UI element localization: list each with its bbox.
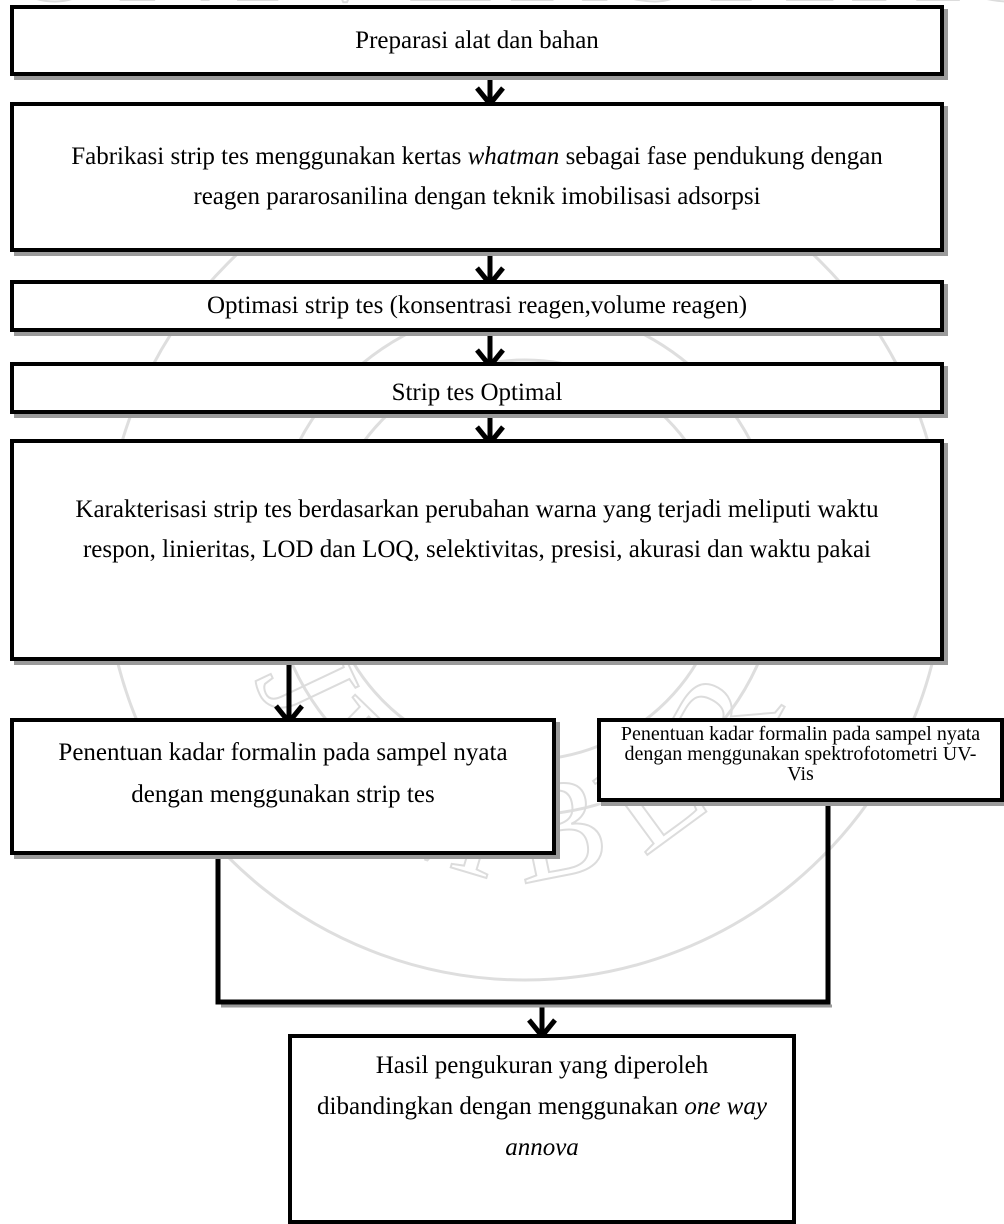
step-text-run: Penentuan kadar formalin pada sampel nya… [620, 723, 981, 785]
step-hasil: Hasil pengukuran yang diperoleh dibandin… [288, 1034, 796, 1224]
step-strip-optimal: Strip tes Optimal [10, 362, 944, 414]
step-text-run: Strip tes Optimal [391, 379, 563, 406]
step-text-run: whatman [467, 143, 560, 170]
step-text-run: one way annova [505, 1092, 767, 1161]
step-label: Preparasi alat dan bahan [355, 21, 599, 61]
step-penentuan-strip: Penentuan kadar formalin pada sampel nya… [10, 718, 556, 855]
step-text-run: sebagai fase pendukung dengan reagen par… [193, 143, 883, 210]
step-text-run: Karakterisasi strip tes berdasarkan peru… [75, 496, 879, 563]
step-text-run: Hasil pengukuran yang diperoleh dibandin… [317, 1051, 709, 1120]
step-penentuan-spektro: Penentuan kadar formalin pada sampel nya… [597, 718, 1004, 802]
step-label: Hasil pengukuran yang diperoleh dibandin… [316, 1045, 768, 1168]
step-label: Penentuan kadar formalin pada sampel nya… [28, 732, 538, 816]
step-label: Strip tes Optimal [392, 376, 563, 410]
step-label: Penentuan kadar formalin pada sampel nya… [619, 724, 982, 784]
step-text-run: Fabrikasi strip tes menggunakan kertas [71, 143, 468, 170]
step-preparasi: Preparasi alat dan bahan [10, 5, 944, 76]
step-optimasi: Optimasi strip tes (konsentrasi reagen,v… [10, 280, 944, 332]
step-text-run: Penentuan kadar formalin pada sampel nya… [58, 739, 508, 808]
step-text-run: Optimasi strip tes (konsentrasi reagen,v… [206, 292, 748, 319]
step-label: Karakterisasi strip tes berdasarkan peru… [42, 490, 912, 570]
step-label: Optimasi strip tes (konsentrasi reagen,v… [207, 286, 747, 326]
step-label: Fabrikasi strip tes menggunakan kertas w… [44, 137, 910, 217]
step-karakterisasi: Karakterisasi strip tes berdasarkan peru… [10, 439, 944, 661]
step-text-run: Preparasi alat dan bahan [355, 26, 599, 54]
step-fabrikasi: Fabrikasi strip tes menggunakan kertas w… [10, 102, 944, 252]
